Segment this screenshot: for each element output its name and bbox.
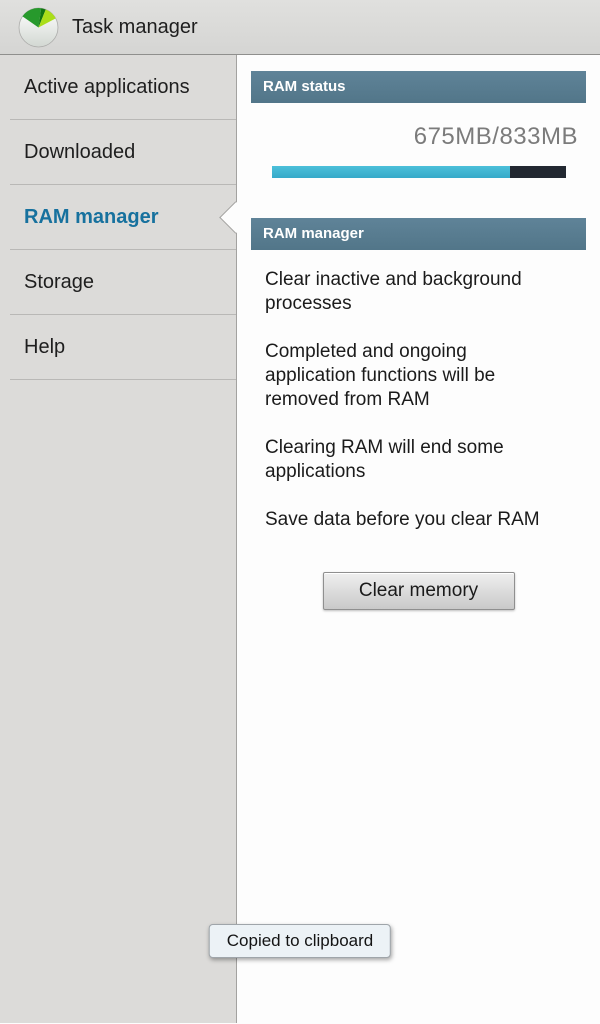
description-paragraph: Clearing RAM will end some applications [265,437,504,482]
sidebar-item-ram-manager[interactable]: RAM manager [0,185,236,250]
ram-usage-value: 675MB/833MB [413,123,578,150]
page-title: Task manager [72,15,198,38]
ram-status-header: RAM status [251,71,586,103]
sidebar-item-downloaded[interactable]: Downloaded [0,120,236,185]
ram-manager-description: Clear inactive and background processes … [237,268,600,532]
sidebar-item-label: Downloaded [24,141,136,163]
task-manager-pie-icon [18,7,59,47]
sidebar-item-label: RAM manager [24,206,159,228]
toast-copied-to-clipboard: Copied to clipboard [208,924,392,958]
sidebar-item-label: Active applications [24,76,190,98]
content-panel: RAM status 675MB/833MB RAM manager Clear… [219,55,600,1023]
ram-progress-bar [272,166,566,178]
ram-progress-fill [272,166,511,178]
app-header: Task manager [0,0,600,55]
ram-manager-header: RAM manager [251,218,586,250]
main-layout: Active applications Downloaded RAM manag… [0,55,600,1023]
sidebar-item-label: Help [24,336,66,358]
sidebar-item-storage[interactable]: Storage [0,250,236,315]
sidebar-item-active-applications[interactable]: Active applications [0,55,236,120]
description-paragraph: Clear inactive and background processes [265,269,522,314]
description-paragraph: Completed and ongoing application functi… [265,341,496,410]
sidebar-menu: Active applications Downloaded RAM manag… [0,55,236,380]
sidebar-item-label: Storage [24,271,95,293]
description-paragraph: Save data before you clear RAM [265,509,540,530]
sidebar: Active applications Downloaded RAM manag… [0,55,237,1023]
sidebar-item-help[interactable]: Help [0,315,236,380]
clear-memory-button[interactable]: Clear memory [322,572,515,610]
